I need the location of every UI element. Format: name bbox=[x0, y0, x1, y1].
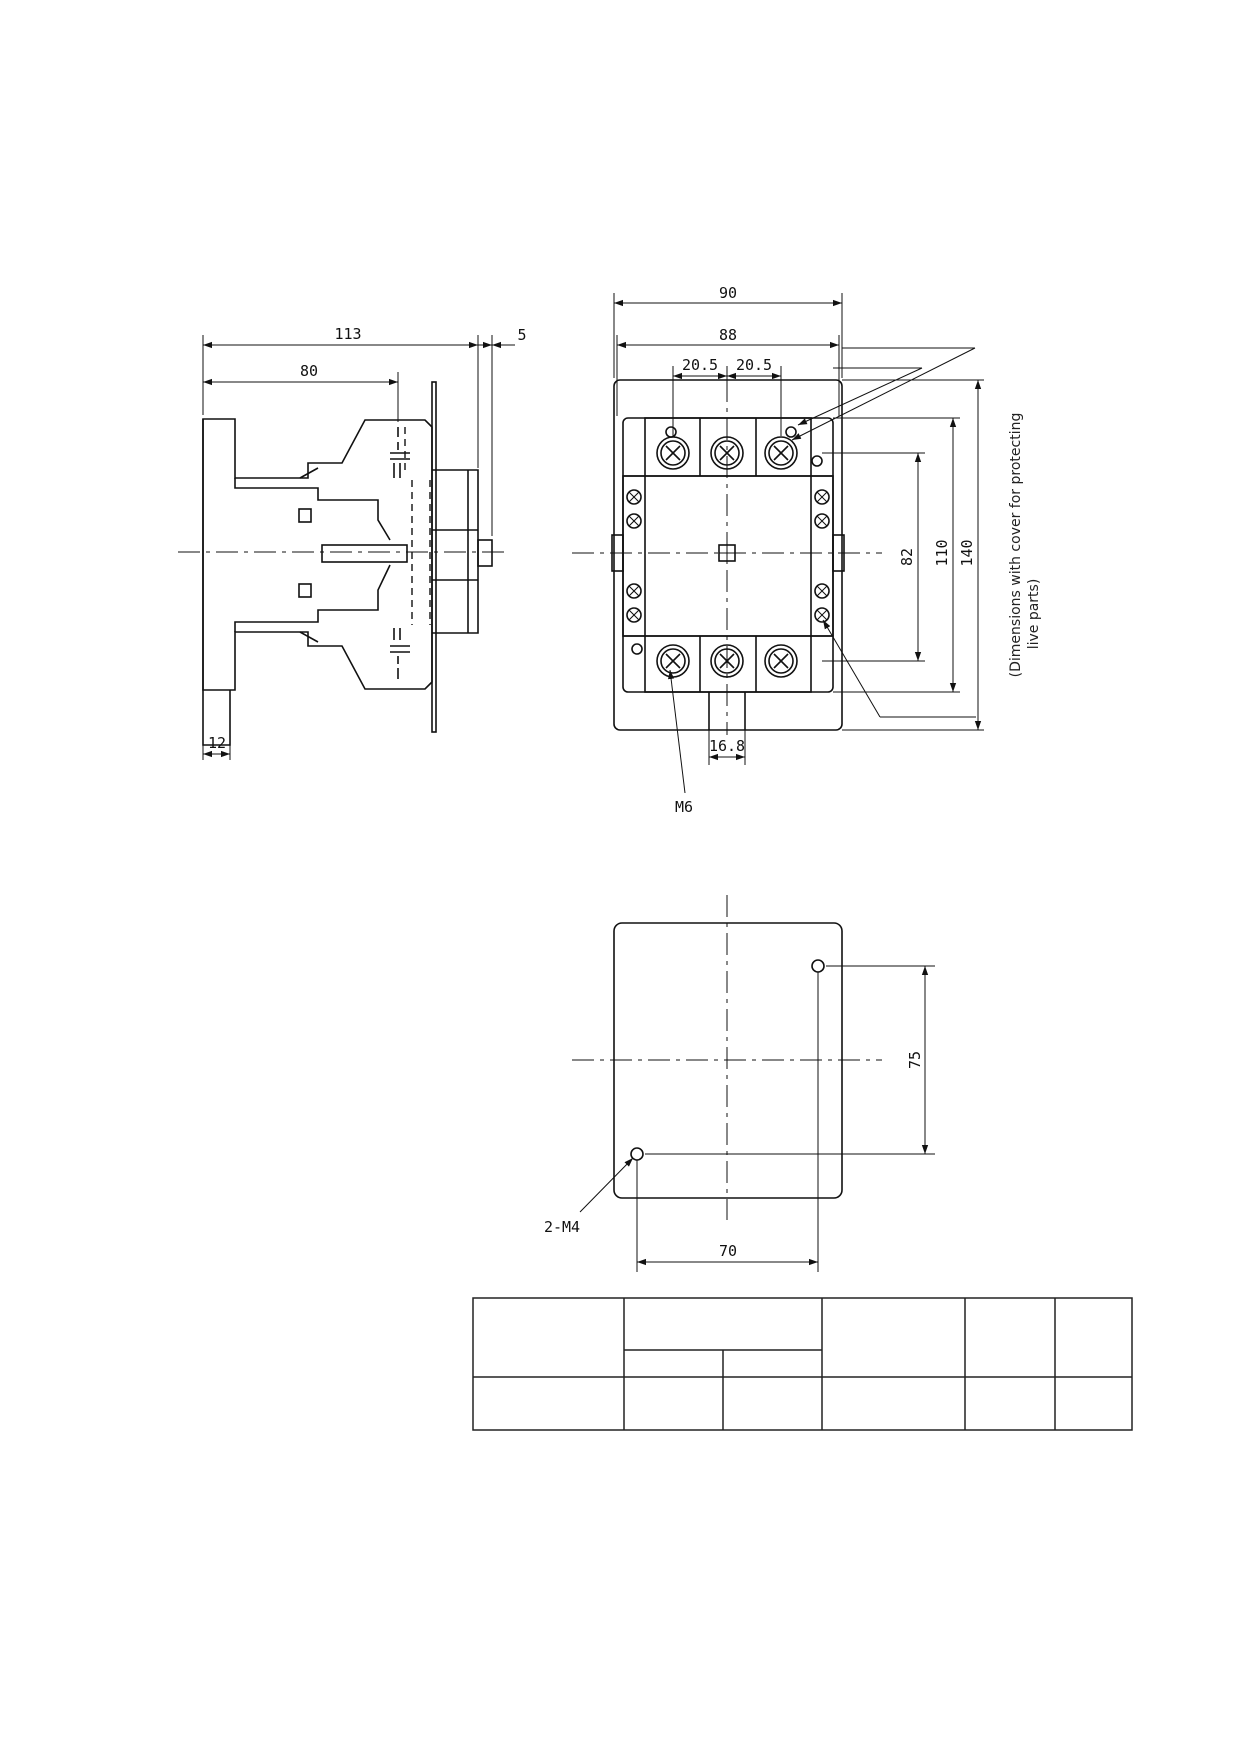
mounting-view: 75 70 2-M4 bbox=[544, 895, 935, 1272]
side-view: 113 80 5 12 bbox=[178, 325, 527, 760]
dim-80: 80 bbox=[300, 362, 318, 380]
dim-12: 12 bbox=[208, 734, 226, 752]
dim-88: 88 bbox=[719, 326, 737, 344]
dim-75: 75 bbox=[906, 1051, 924, 1069]
dim-82: 82 bbox=[898, 548, 916, 566]
contact-symbol-bottom bbox=[390, 628, 410, 679]
spec-table bbox=[472, 1297, 1133, 1431]
dim-pitch-left: 20.5 bbox=[682, 356, 718, 374]
dim-140: 140 bbox=[958, 539, 976, 566]
dim-110: 110 bbox=[933, 539, 951, 566]
dim-90: 90 bbox=[719, 284, 737, 302]
dim-pitch-right: 20.5 bbox=[736, 356, 772, 374]
protective-cover-note-line-2: live parts) bbox=[1026, 579, 1042, 650]
aux-screw-icon bbox=[626, 489, 830, 623]
dim-2-m4: 2-M4 bbox=[544, 1218, 580, 1236]
dim-16-8: 16.8 bbox=[709, 737, 745, 755]
front-view: 90 88 20.5 20.5 140 110 bbox=[572, 284, 1042, 816]
protective-cover-note-line-1: (Dimensions with cover for protecting bbox=[1008, 413, 1024, 678]
contact-symbol-top bbox=[390, 427, 410, 478]
dim-5: 5 bbox=[517, 326, 526, 344]
terminal-screw-icon bbox=[656, 436, 798, 678]
dim-113: 113 bbox=[334, 325, 361, 343]
dim-m6: M6 bbox=[675, 798, 693, 816]
dim-70: 70 bbox=[719, 1242, 737, 1260]
